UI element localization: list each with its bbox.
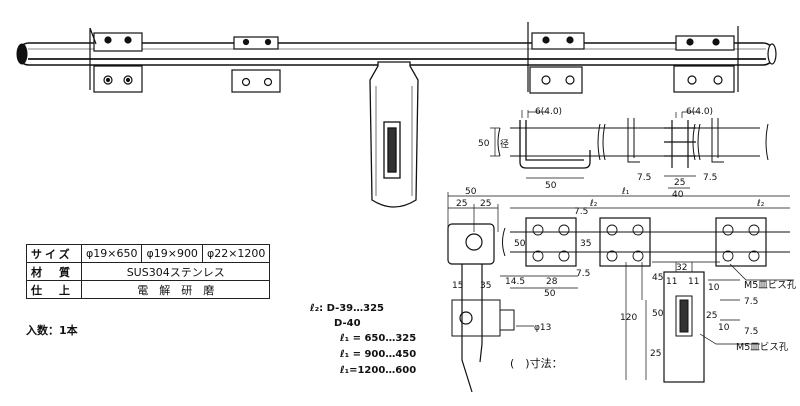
assembly-drawing xyxy=(447,192,794,393)
dim-7-5-f: 7.5 xyxy=(744,327,758,337)
spec-row-finish: 仕 上 電 解 研 磨 xyxy=(26,280,271,299)
spec-table: サイズ φ19×650 φ19×900 φ22×1200 材 質 SUS304ス… xyxy=(26,244,271,299)
dim-35-side: 35 xyxy=(480,281,491,291)
quantity-note: 入数：1本 xyxy=(26,324,78,337)
m5-hole-label-b: M5皿ビス孔 xyxy=(736,342,789,353)
dim-6-a: 6(4.0) xyxy=(535,107,562,117)
dim-25-handle: 25 xyxy=(650,349,661,359)
spec-row-material: 材 質 SUS304ステンレス xyxy=(26,262,271,281)
bracket-right xyxy=(673,26,739,93)
dim-11-a: 11 xyxy=(666,277,677,287)
spec-row-size: サイズ φ19×650 φ19×900 φ22×1200 xyxy=(26,244,271,263)
dim-7-5-c: 7.5 xyxy=(574,207,588,217)
spec-value: SUS304ステンレス xyxy=(80,262,271,281)
formula-l1-650: ℓ₁ = 650…325 xyxy=(340,333,417,344)
dim-6-b: 6(4.0) xyxy=(686,107,713,117)
dim-l2-a: ℓ₂ xyxy=(589,199,598,209)
dim-l1: ℓ₁ xyxy=(621,187,630,197)
bolt-handle xyxy=(369,61,419,208)
spec-value: φ22×1200 xyxy=(201,244,271,263)
dim-50-plate: 50 xyxy=(514,239,526,249)
dim-15: 15 xyxy=(452,281,463,291)
barrel-bolt-illustration xyxy=(16,22,777,208)
dim-7-5-e: 7.5 xyxy=(744,297,758,307)
dim-32: 32 xyxy=(676,263,687,273)
dim-50-side: 50 xyxy=(478,139,490,149)
spec-label: サイズ xyxy=(26,244,82,263)
dim-10: 10 xyxy=(708,283,720,293)
dim-25-right: 25 xyxy=(480,199,491,209)
spec-label: 材 質 xyxy=(26,262,82,281)
formula-l2-d39: ℓ₂: D-39…325 xyxy=(310,303,385,314)
dim-45: 45 xyxy=(652,273,663,283)
spec-label: 仕 上 xyxy=(26,280,82,299)
dim-25-a: 25 xyxy=(674,178,685,188)
diameter-label: 径 xyxy=(500,138,509,150)
formula-l1-900: ℓ₁ = 900…450 xyxy=(340,349,417,360)
dim-14-5: 14.5 xyxy=(505,277,525,287)
spec-value: φ19×900 xyxy=(141,244,203,263)
dim-25-slot: 25 xyxy=(706,311,717,321)
dim-7-5-d: 7.5 xyxy=(576,269,590,279)
dim-phi13: φ13 xyxy=(534,323,551,333)
bracket-side-views xyxy=(490,110,769,189)
dim-l2-b: ℓ₂ xyxy=(756,199,765,209)
dim-7-5-b: 7.5 xyxy=(703,173,717,183)
bracket-mid-left xyxy=(231,36,281,93)
dim-50-bottom: 50 xyxy=(544,289,556,299)
dim-28: 28 xyxy=(546,277,558,287)
dim-120: 120 xyxy=(620,313,637,323)
bracket-left xyxy=(89,27,143,93)
dim-40: 40 xyxy=(672,190,684,200)
formula-l1-1200: ℓ₁=1200…600 xyxy=(340,365,417,376)
m5-hole-label-a: M5皿ビス孔 xyxy=(744,280,797,291)
dim-10-slot: 10 xyxy=(718,323,730,333)
dim-25-left: 25 xyxy=(456,199,467,209)
formula-l2-d40: D-40 xyxy=(334,318,361,329)
dim-11-b: 11 xyxy=(688,277,699,287)
dim-50-top: 50 xyxy=(465,187,477,197)
bracket-mid-right xyxy=(527,22,585,94)
dim-35: 35 xyxy=(580,239,591,249)
dim-7-5-a: 7.5 xyxy=(637,173,651,183)
dim-50-bracket: 50 xyxy=(545,181,557,191)
parentheses-dimension-note: ( )寸法： xyxy=(510,357,563,370)
spec-value: 電 解 研 磨 xyxy=(80,280,271,299)
spec-value: φ19×650 xyxy=(80,244,143,263)
dim-50-handle: 50 xyxy=(652,309,664,319)
